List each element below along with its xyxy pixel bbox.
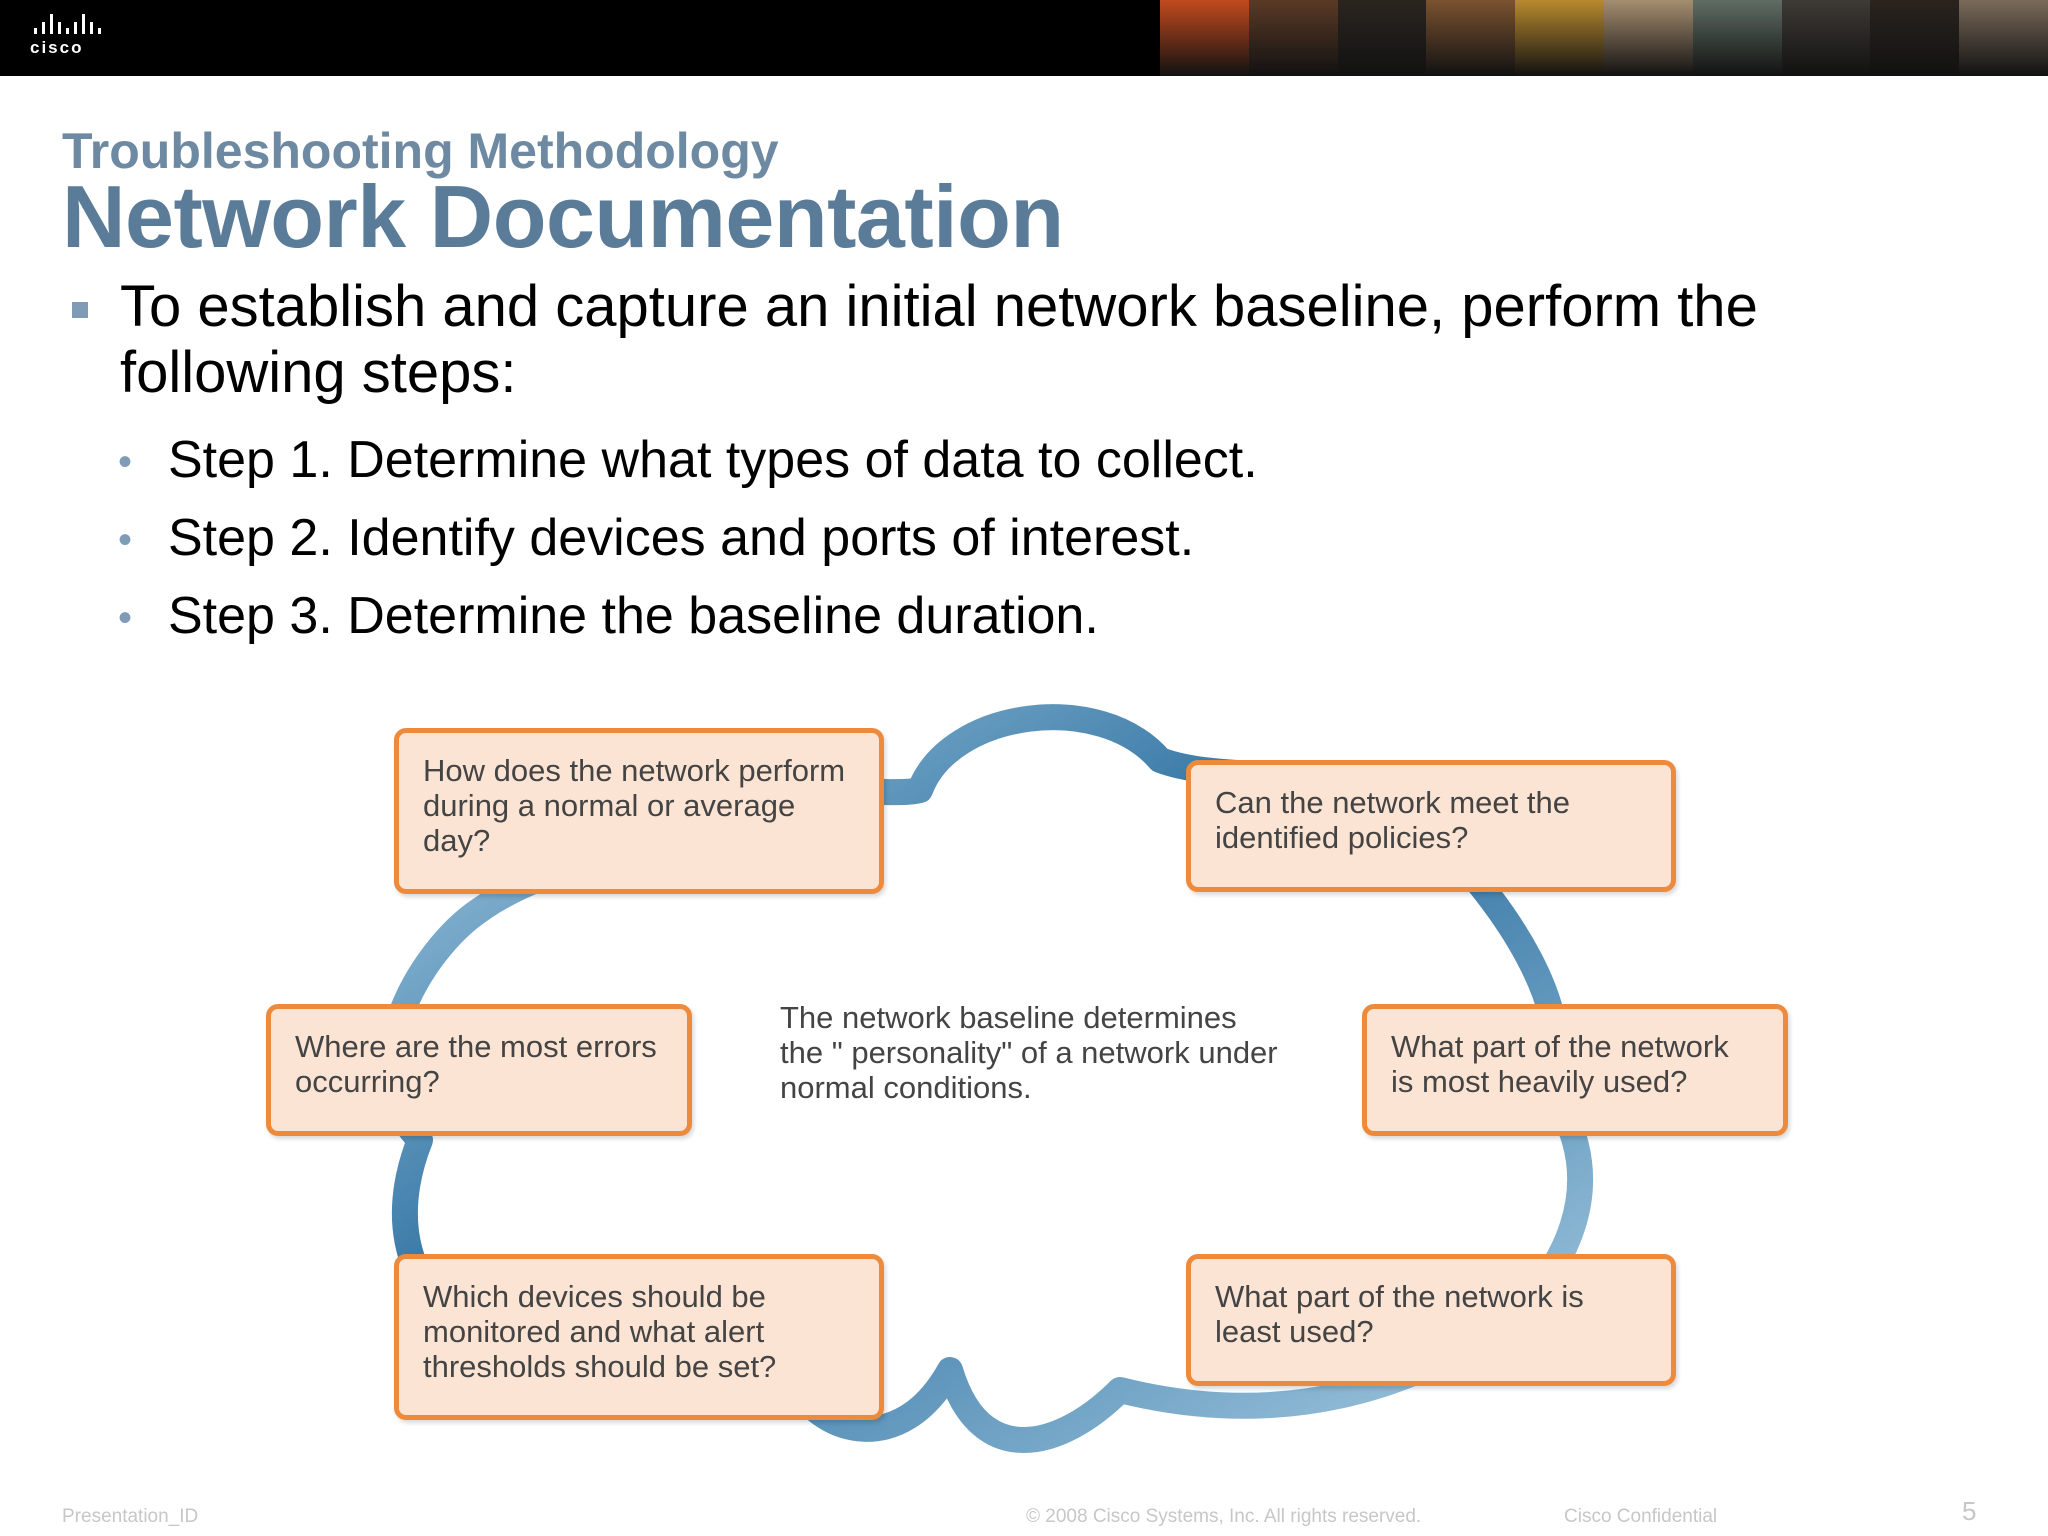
question-box: What part of the network is least used?: [1186, 1254, 1676, 1386]
photo-tile: [1692, 0, 1782, 76]
step-text: Step 2. Identify devices and ports of in…: [168, 509, 1195, 567]
photo-tile: [1515, 0, 1604, 76]
question-box: What part of the network is most heavily…: [1362, 1004, 1788, 1136]
slide-title: Network Documentation: [62, 167, 1064, 266]
step-text: Step 1. Determine what types of data to …: [168, 431, 1258, 489]
photo-tile: [1870, 0, 1960, 76]
baseline-description: The network baseline determines the " pe…: [780, 1000, 1278, 1105]
step-text: Step 3. Determine the baseline duration.: [168, 587, 1099, 645]
photo-tile: [1160, 0, 1249, 76]
question-box: How does the network perform during a no…: [394, 728, 884, 894]
photo-tile: [1781, 0, 1871, 76]
question-box: Which devices should be monitored and wh…: [394, 1254, 884, 1420]
cisco-logo-bars-icon: [34, 14, 120, 34]
cisco-logo-text: cisco: [30, 38, 84, 57]
photo-tile: [1337, 0, 1427, 76]
footer-presentation-id: Presentation_ID: [62, 1506, 199, 1527]
photo-tile: [1959, 0, 2048, 76]
people-photo-strip: [1160, 0, 2048, 76]
main-bullet: To establish and capture an initial netw…: [72, 274, 1972, 406]
question-box: Can the network meet the identified poli…: [1186, 760, 1676, 892]
photo-tile: [1248, 0, 1338, 76]
bullet-dot-icon: •: [118, 596, 133, 640]
footer-confidential: Cisco Confidential: [1564, 1506, 1718, 1527]
question-box: Where are the most errors occurring?: [266, 1004, 692, 1136]
top-banner: cisco: [0, 0, 2048, 76]
cisco-logo: cisco: [30, 14, 120, 64]
bullet-dot-icon: •: [118, 440, 133, 484]
main-bullet-text: To establish and capture an initial netw…: [120, 274, 1758, 405]
baseline-cloud-diagram: How does the network perform during a no…: [120, 670, 1840, 1470]
photo-tile: [1603, 0, 1693, 76]
bullet-dot-icon: •: [118, 518, 133, 562]
slide-subtitle: Troubleshooting Methodology: [62, 123, 779, 179]
footer-copyright: © 2008 Cisco Systems, Inc. All rights re…: [1026, 1506, 1422, 1527]
photo-tile: [1426, 0, 1516, 76]
square-bullet-icon: [72, 302, 88, 318]
page-number: 5: [1962, 1496, 1977, 1526]
